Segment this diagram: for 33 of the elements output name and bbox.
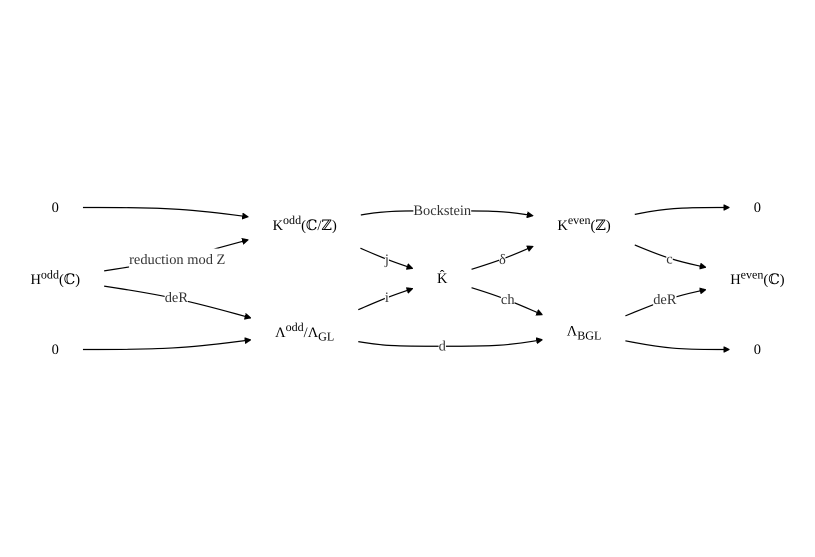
edge-label: deR: [164, 288, 188, 305]
node-text: 0: [52, 199, 59, 216]
node-text: H$^{even}$(ℂ): [730, 268, 785, 288]
node-text: H$^{odd}$(ℂ): [30, 268, 80, 288]
edge-label: δ: [499, 251, 506, 268]
edge-label: d: [438, 338, 446, 354]
arrow: [625, 340, 730, 354]
node-text: K$^{even}$(ℤ): [557, 214, 611, 233]
arrow: [634, 244, 706, 270]
edge-label: c: [666, 250, 673, 267]
node-text: Λ$_{BGL}$: [566, 322, 602, 343]
arrow: [104, 286, 252, 320]
arrow: [360, 248, 414, 270]
node-text: K̂: [437, 270, 448, 286]
edge-label: i: [384, 288, 389, 305]
node-text: K$^{odd}$(ℂ/ℤ): [272, 214, 337, 233]
arrow: [471, 287, 544, 316]
edge-label: deR: [653, 291, 676, 308]
edge-label: ch: [500, 291, 515, 308]
arrow: [82, 337, 252, 350]
arrow: [625, 288, 706, 316]
arrow: [634, 204, 730, 215]
node-text: 0: [754, 341, 761, 358]
edge-label: Bockstein: [413, 202, 472, 218]
node-text: 0: [52, 341, 59, 358]
node-text: 0: [754, 199, 761, 216]
node-text: Λ$^{odd}$/Λ$_{GL}$: [275, 322, 334, 344]
arrow: [471, 246, 534, 270]
arrow: [358, 287, 414, 310]
edge-label: j: [384, 251, 389, 268]
edge-label: reduction mod Z: [129, 250, 226, 268]
arrow: [358, 337, 544, 347]
arrow: [82, 206, 249, 220]
